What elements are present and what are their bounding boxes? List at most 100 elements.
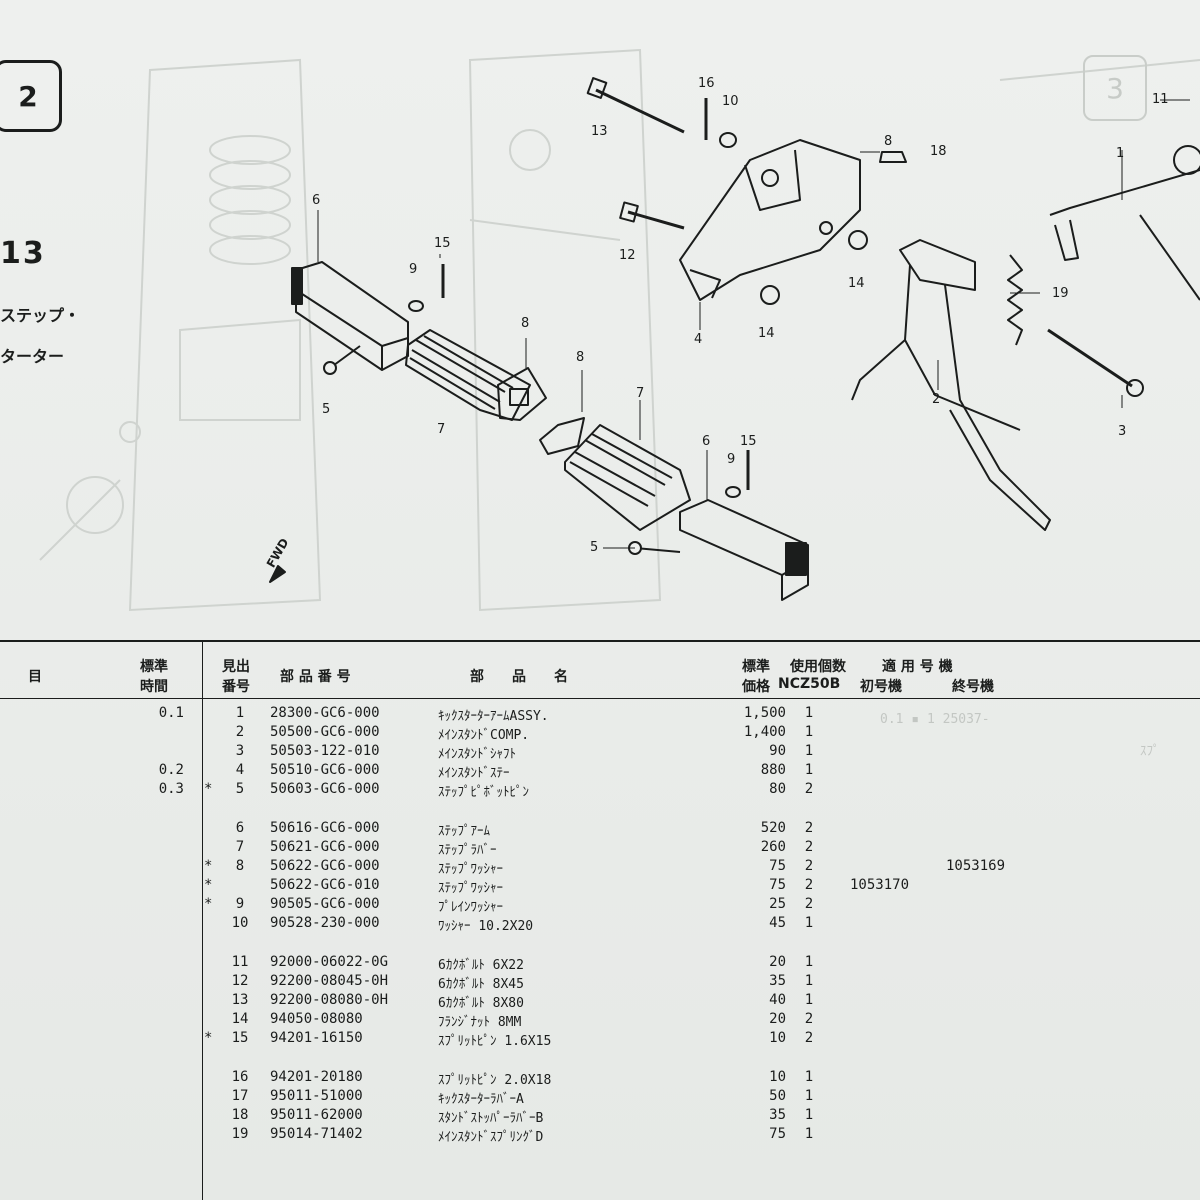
callout: 14 xyxy=(758,326,775,341)
bolt-12 xyxy=(627,210,685,230)
part-number-cell: 92200-08045-0H xyxy=(270,973,389,989)
part-name-cell: 6ｶｸﾎﾞﾙﾄ 8X45 xyxy=(438,977,524,992)
table-header-rule xyxy=(0,698,1200,699)
callout: 16 xyxy=(698,76,715,91)
quantity-cell: 2 xyxy=(804,839,814,855)
price-cell: 75 xyxy=(769,1126,786,1142)
price-cell: 1,500 xyxy=(743,705,786,721)
ref-number-cell: 3 xyxy=(235,743,245,759)
exploded-parts-diagram xyxy=(269,77,1200,601)
quantity-cell: 1 xyxy=(804,743,814,759)
bleed-through-text: ｽﾌﾟ xyxy=(1140,744,1160,759)
quantity-cell: 2 xyxy=(804,781,814,797)
ref-number-cell: 5 xyxy=(235,781,245,797)
washer-left xyxy=(408,300,424,312)
ref-number-cell: 17 xyxy=(231,1088,249,1104)
part-name-cell: ﾒｲﾝｽﾀﾝﾄﾞCOMP. xyxy=(438,728,530,743)
quantity-cell: 1 xyxy=(804,762,814,778)
part-number-cell: 90505-GC6-000 xyxy=(270,896,380,912)
part-name-cell: ﾒｲﾝｽﾀﾝﾄﾞｽﾃｰ xyxy=(438,766,510,781)
part-number-cell: 94201-20180 xyxy=(270,1069,363,1085)
part-name-cell: ﾒｲﾝｽﾀﾝﾄﾞｽﾌﾟﾘﾝｸﾞD xyxy=(438,1130,544,1145)
ref-number-cell: 9 xyxy=(235,896,245,912)
ref-number-cell: 14 xyxy=(231,1011,249,1027)
quantity-cell: 2 xyxy=(804,1030,814,1046)
ref-number-cell: 1 xyxy=(235,705,245,721)
next-section-chip: 3 xyxy=(1083,55,1147,121)
header-qty: 使用個数 xyxy=(790,659,846,675)
last-serial-cell: 1053169 xyxy=(946,858,1006,874)
standard-time-cell: 0.3 xyxy=(158,781,184,797)
callout: 9 xyxy=(409,262,418,277)
callout: 18 xyxy=(930,144,947,159)
section-title-line1: ステップ・ xyxy=(0,306,81,325)
header-first-serial: 初号機 xyxy=(860,679,902,695)
part-number-cell: 50500-GC6-000 xyxy=(270,724,380,740)
price-cell: 260 xyxy=(760,839,786,855)
callout: 7 xyxy=(636,386,645,401)
price-cell: 75 xyxy=(769,877,786,893)
main-stand-spring xyxy=(1007,254,1023,346)
callout: 9 xyxy=(727,452,736,467)
price-cell: 35 xyxy=(769,973,786,989)
bolt-13 xyxy=(595,88,685,134)
header-applicability: 適 用 号 機 xyxy=(882,659,953,675)
callout: 12 xyxy=(619,248,636,263)
section-title-line2: ターター xyxy=(0,347,65,366)
ref-number-cell: 6 xyxy=(235,820,245,836)
price-cell: 35 xyxy=(769,1107,786,1123)
quantity-cell: 2 xyxy=(804,877,814,893)
ref-number-cell: 16 xyxy=(231,1069,249,1085)
first-serial-cell: 1053170 xyxy=(850,877,910,893)
part-name-cell: ｽﾃｯﾌﾟﾜｯｼｬｰ xyxy=(438,862,503,877)
part-name-cell: ｽﾀﾝﾄﾞｽﾄｯﾊﾟｰﾗﾊﾞｰB xyxy=(438,1111,544,1126)
ref-number-cell: 13 xyxy=(231,992,249,1008)
callout: 8 xyxy=(576,350,585,365)
main-stand-stay xyxy=(679,139,861,301)
part-number-cell: 95014-71402 xyxy=(270,1126,363,1142)
header-last-serial: 終号機 xyxy=(952,679,994,695)
table-top-rule xyxy=(0,640,1200,642)
revision-mark: * xyxy=(204,781,213,797)
part-name-cell: ｷｯｸｽﾀｰﾀｰｱｰﾑASSY. xyxy=(438,709,549,724)
price-cell: 880 xyxy=(760,762,786,778)
step-arm-right xyxy=(679,499,809,601)
quantity-cell: 1 xyxy=(804,954,814,970)
part-number-cell: 28300-GC6-000 xyxy=(270,705,380,721)
callout: 15 xyxy=(740,434,757,449)
step-washer-right xyxy=(539,417,585,455)
standard-time-cell: 0.1 xyxy=(158,705,184,721)
stopper-rubber-18 xyxy=(879,151,907,163)
ref-number-cell: 18 xyxy=(231,1107,249,1123)
standard-time-cell: 0.2 xyxy=(158,762,184,778)
part-name-cell: ｽﾃｯﾌﾟﾋﾟﾎﾞｯﾄﾋﾟﾝ xyxy=(438,785,529,800)
step-rubber-left xyxy=(405,329,531,421)
quantity-cell: 1 xyxy=(804,992,814,1008)
price-cell: 75 xyxy=(769,858,786,874)
price-cell: 10 xyxy=(769,1069,786,1085)
part-name-cell: ﾌﾟﾚｲﾝﾜｯｼｬｰ xyxy=(438,900,503,915)
revision-mark: * xyxy=(204,896,213,912)
revision-mark: * xyxy=(204,858,213,874)
part-name-cell: ｷｯｸｽﾀｰﾀｰﾗﾊﾞｰA xyxy=(438,1092,524,1107)
part-name-cell: ｽﾌﾟﾘｯﾄﾋﾟﾝ 2.0X18 xyxy=(438,1073,552,1088)
header-price: 標準 xyxy=(742,659,770,675)
part-number-cell: 50621-GC6-000 xyxy=(270,839,380,855)
quantity-cell: 1 xyxy=(804,705,814,721)
ref-number-cell: 2 xyxy=(235,724,245,740)
part-name-cell: ﾜｯｼｬｰ 10.2X20 xyxy=(438,919,534,934)
header-part-number: 部 品 番 号 xyxy=(280,669,351,685)
step-washer-left xyxy=(497,367,547,421)
flange-nut-a xyxy=(848,230,868,250)
main-stand-shaft xyxy=(1047,328,1133,388)
